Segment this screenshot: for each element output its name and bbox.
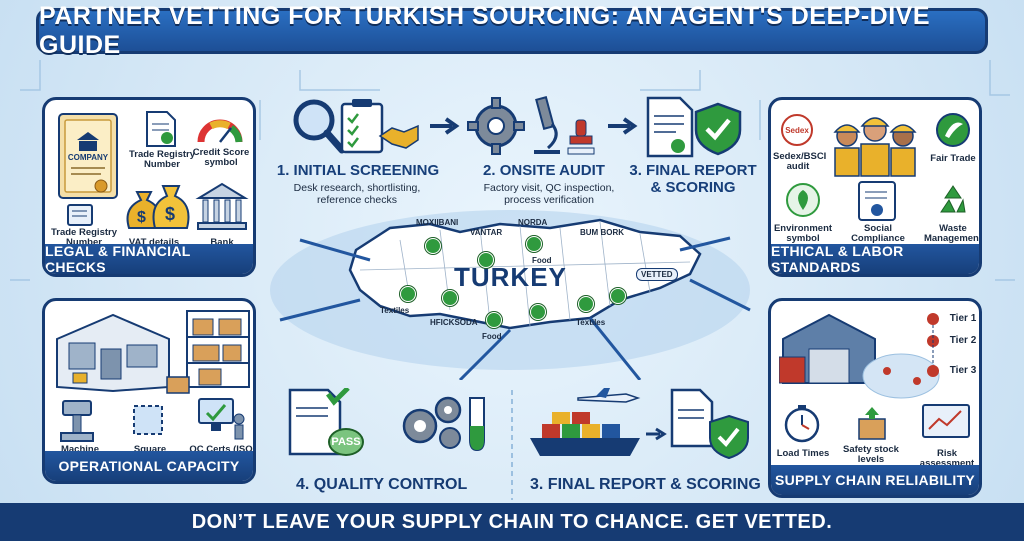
- vetted-badge: [530, 304, 546, 320]
- page-title: PARTNER VETTING FOR TURKISH SOURCING: AN…: [36, 2, 988, 59]
- workers-icon: [833, 117, 917, 177]
- vat-caption: VAT details: [128, 237, 180, 248]
- map-label: MOXIIBANI: [416, 218, 459, 227]
- fair-trade-icon: [936, 113, 970, 147]
- ethical-labor-label: ETHICAL & LABOR STANDARDS: [771, 243, 979, 274]
- environment-icon: [786, 183, 820, 217]
- warehouse-shelf-icon: [186, 310, 250, 388]
- map-label: NORDA: [518, 218, 548, 227]
- svg-text:$: $: [137, 209, 146, 226]
- handshake-icon: [378, 124, 419, 149]
- credit-score-caption: Credit Score symbol: [192, 147, 250, 169]
- map-label: Textiles: [380, 306, 410, 315]
- shield-check-icon: [709, 414, 749, 460]
- operational-capacity-label: OPERATIONAL CAPACITY: [45, 451, 253, 481]
- map-label: Food: [532, 256, 552, 265]
- vetted-badge: [442, 290, 458, 306]
- legal-financial-panel: COMPANY Trade Registry Number Credit Sco…: [42, 97, 256, 277]
- checklist-icon: [340, 99, 384, 154]
- step-4-title: 4. QUALITY CONTROL: [296, 476, 468, 493]
- money-bag-icon: $ $: [126, 185, 190, 229]
- vetted-badge: [478, 252, 494, 268]
- box-icon: [166, 376, 190, 394]
- arrow-right-icon: [646, 427, 667, 441]
- map-label: HFICKSODA: [430, 318, 478, 327]
- environment-caption: Environment symbol: [773, 223, 833, 245]
- sedex-caption: Sedex/BSCI audit: [773, 151, 827, 173]
- tier-1-label: Tier 1: [949, 313, 977, 324]
- arrow-right-icon: [608, 117, 638, 135]
- recycle-icon: [940, 185, 966, 213]
- map-label: VANTAR: [470, 228, 503, 237]
- divider: [511, 390, 513, 500]
- pass-badge: PASS: [328, 428, 364, 456]
- safety-stock-icon: [858, 407, 886, 440]
- step-2-title: 2. ONSITE AUDIT: [483, 162, 605, 179]
- warehouse-icon: [779, 313, 876, 384]
- legal-financial-label: LEGAL & FINANCIAL CHECKS: [45, 243, 253, 274]
- vetted-badge: [425, 238, 441, 254]
- map-label: Textiles: [576, 318, 606, 327]
- social-certificate-icon: [858, 181, 896, 221]
- bank-icon: [195, 182, 249, 230]
- gear-icon: [467, 97, 525, 155]
- report-icon: [646, 96, 694, 158]
- registry-form-icon: [67, 204, 93, 226]
- step-3-title: 3. FINAL REPORT & SCORING: [629, 162, 757, 196]
- gears-icon: [402, 396, 462, 449]
- credit-gauge-icon: [197, 119, 243, 143]
- vetted-badge: [400, 286, 416, 302]
- ethical-labor-panel: Sedex Sedex/BSCI audit Fair Trade Enviro…: [768, 97, 982, 277]
- factory-floor-icon: [56, 313, 170, 393]
- company-certificate-icon: [58, 113, 118, 199]
- vetted-badge: [526, 236, 542, 252]
- map-label: BUM BORK: [580, 228, 624, 237]
- svg-text:$: $: [165, 204, 175, 224]
- vetted-badge: [486, 312, 502, 328]
- shield-check-icon: [694, 102, 742, 156]
- map-label: Food: [482, 332, 502, 341]
- stopwatch-icon: [784, 405, 820, 443]
- trade-registry-caption-1: Trade Registry Number: [129, 149, 195, 171]
- magnifier-icon: [293, 99, 346, 154]
- test-tube-icon: [469, 397, 485, 452]
- arrow-right-icon: [430, 117, 460, 135]
- vetted-badge: [610, 288, 626, 304]
- company-label: COMPANY: [67, 153, 109, 162]
- ship-plane-icon: [530, 388, 641, 456]
- tier-2-label: Tier 2: [949, 335, 977, 346]
- risk-assessment-icon: [922, 404, 970, 438]
- vetted-badge: [578, 296, 594, 312]
- step-5-title: 3. FINAL REPORT & SCORING: [530, 476, 761, 493]
- step-1-title: 1. INITIAL SCREENING: [276, 162, 440, 179]
- supply-chain-label: SUPPLY CHAIN RELIABILITY: [771, 465, 979, 495]
- trade-registry-caption-2: Trade Registry Number: [51, 227, 117, 249]
- stamp-icon: [567, 119, 595, 155]
- map-vetted-tag: VETTED: [636, 268, 678, 281]
- country-name: TURKEY: [454, 262, 567, 292]
- waste-management-caption: Waste Management: [923, 223, 982, 245]
- step-1-description: Desk research, shortlisting, reference c…: [293, 182, 421, 207]
- footer-banner: DON’T LEAVE YOUR SUPPLY CHAIN TO CHANCE.…: [0, 503, 1024, 541]
- operational-capacity-panel: Machine count Square footage QC Certs (I…: [42, 298, 256, 484]
- microscope-icon: [534, 96, 560, 154]
- safety-stock-caption: Safety stock levels: [843, 444, 899, 466]
- tier-pins-icon: [927, 313, 939, 377]
- sedex-logo: Sedex: [781, 114, 813, 146]
- document-icon: [146, 111, 176, 147]
- supply-chain-panel: Tier 1 Tier 2 Tier 3 Load Times Safety s…: [768, 298, 982, 498]
- risk-assessment-caption: Risk assessment: [919, 448, 975, 470]
- square-footage-icon: [133, 405, 163, 435]
- world-map-icon: [862, 353, 940, 399]
- load-times-caption: Load Times: [776, 448, 830, 459]
- qc-monitor-icon: [198, 398, 245, 440]
- machine-icon: [60, 400, 94, 442]
- tier-3-label: Tier 3: [949, 365, 977, 376]
- fair-trade-caption: Fair Trade: [930, 153, 976, 164]
- step-2-description: Factory visit, QC inspection, process ve…: [483, 182, 615, 207]
